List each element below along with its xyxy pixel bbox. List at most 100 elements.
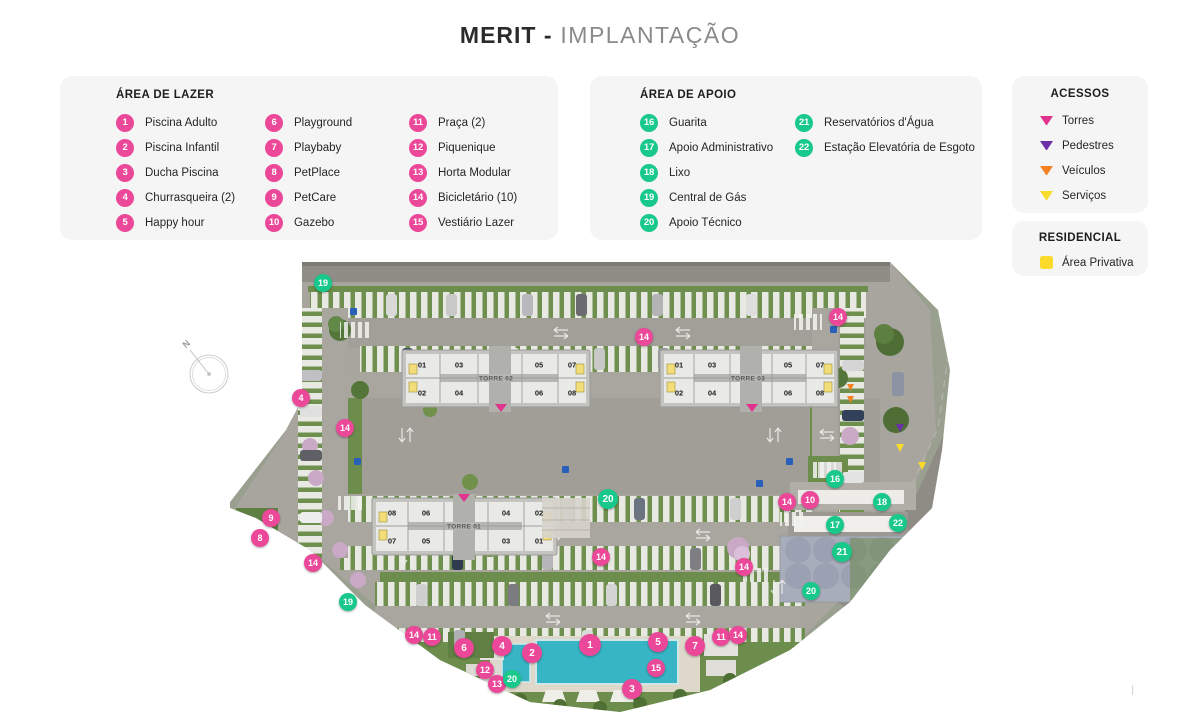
legend-badge: 11	[409, 113, 427, 132]
legend-item[interactable]: 18 Lixo	[640, 160, 795, 185]
map-pin-8[interactable]: 8	[251, 529, 269, 547]
map-pin-18[interactable]: 18	[873, 493, 891, 511]
map-pin-4[interactable]: 4	[492, 636, 512, 656]
legend-label: Piscina Infantil	[145, 141, 220, 154]
legend-panel-acessos: ACESSOS Torres Pedestres Veículos Serviç…	[1012, 76, 1148, 213]
map-pin-11[interactable]: 11	[712, 628, 730, 646]
unit-label: 03	[707, 360, 717, 370]
unit-label: 01	[534, 536, 544, 546]
legend-item-pedestres[interactable]: Pedestres	[1040, 133, 1148, 158]
legend-label: Gazebo	[293, 216, 335, 229]
map-pin-12[interactable]: 12	[476, 661, 494, 679]
map-pin-16[interactable]: 16	[826, 470, 844, 488]
legend-panel-residencial: RESIDENCIAL Área Privativa	[1012, 221, 1148, 276]
unit-label: 04	[707, 388, 717, 398]
map-pin-17[interactable]: 17	[826, 516, 844, 534]
legend-badge: 4	[116, 188, 134, 207]
legend-label: Reservatórios d'Água	[824, 116, 934, 129]
legend-item-veiculos[interactable]: Veículos	[1040, 158, 1148, 183]
map-pin-13[interactable]: 13	[488, 675, 506, 693]
map-pin-7[interactable]: 7	[685, 636, 705, 656]
map-pin-20[interactable]: 20	[802, 582, 820, 600]
page-title-bold: MERIT -	[459, 22, 553, 48]
site-plan-map[interactable]: 01 03 05 07 02 04 06 08 TORRE 02 01 03 0…	[190, 250, 990, 715]
map-pin-1[interactable]: 1	[579, 634, 601, 656]
map-pin-21[interactable]: 21	[832, 542, 852, 562]
map-pin-14[interactable]: 14	[778, 493, 796, 511]
legend-label: Piscina Adulto	[145, 116, 218, 129]
map-pin-14[interactable]: 14	[829, 308, 847, 326]
legend-apoio-title: ÁREA DE APOIO	[640, 89, 737, 101]
legend-label: Estação Elevatória de Esgoto	[824, 141, 975, 154]
legend-item-area-privativa[interactable]: Área Privativa	[1040, 250, 1148, 275]
legend-item-servicos[interactable]: Serviços	[1040, 183, 1148, 208]
legend-badge: 18	[640, 163, 658, 182]
triangle-down-icon	[1040, 141, 1053, 150]
unit-label: 08	[387, 508, 397, 518]
legend-label: Pedestres	[1062, 139, 1114, 152]
map-pin-4[interactable]: 4	[292, 389, 310, 407]
map-pin-22[interactable]: 22	[889, 514, 907, 532]
legend-badge: 3	[116, 163, 134, 182]
map-pin-9[interactable]: 9	[262, 509, 280, 527]
map-pin-14[interactable]: 14	[592, 548, 610, 566]
unit-label: 02	[417, 388, 427, 398]
tower-03-building	[659, 346, 839, 412]
map-pin-11[interactable]: 11	[423, 628, 441, 646]
map-pin-14[interactable]: 14	[735, 558, 753, 576]
map-pin-19[interactable]: 19	[314, 274, 332, 292]
unit-label: 06	[421, 508, 431, 518]
map-pin-15[interactable]: 15	[647, 659, 665, 677]
map-pin-19[interactable]: 19	[339, 593, 357, 611]
map-pin-10[interactable]: 10	[801, 491, 819, 509]
page-title-light: IMPLANTAÇÃO	[552, 22, 741, 48]
unit-label: 07	[567, 360, 577, 370]
legend-item[interactable]: 11 Praça (2)	[409, 110, 558, 135]
map-pin-14[interactable]: 14	[729, 626, 747, 644]
map-pin-20[interactable]: 20	[598, 489, 618, 509]
legend-label: Torres	[1062, 114, 1094, 127]
triangle-down-icon	[1040, 191, 1053, 200]
map-pin-6[interactable]: 6	[454, 638, 474, 658]
map-pin-20[interactable]: 20	[503, 670, 521, 688]
map-pin-14[interactable]: 14	[635, 328, 653, 346]
legend-badge: 17	[640, 138, 658, 157]
legend-label: Lixo	[669, 166, 691, 179]
map-pin-2[interactable]: 2	[522, 643, 542, 663]
map-pin-14[interactable]: 14	[405, 626, 423, 644]
legend-label: Apoio Administrativo	[669, 141, 774, 154]
map-pin-14[interactable]: 14	[304, 554, 322, 572]
map-pin-5[interactable]: 5	[648, 632, 668, 652]
unit-label: 05	[783, 360, 793, 370]
legend-badge: 12	[409, 138, 427, 157]
legend-item[interactable]: 17 Apoio Administrativo	[640, 135, 795, 160]
unit-label: 06	[534, 388, 544, 398]
legend-label: Praça (2)	[438, 116, 486, 129]
map-pin-14[interactable]: 14	[336, 419, 354, 437]
legend-badge: 5	[116, 213, 134, 232]
map-pin-3[interactable]: 3	[622, 679, 642, 699]
legend-item-torres[interactable]: Torres	[1040, 108, 1148, 133]
